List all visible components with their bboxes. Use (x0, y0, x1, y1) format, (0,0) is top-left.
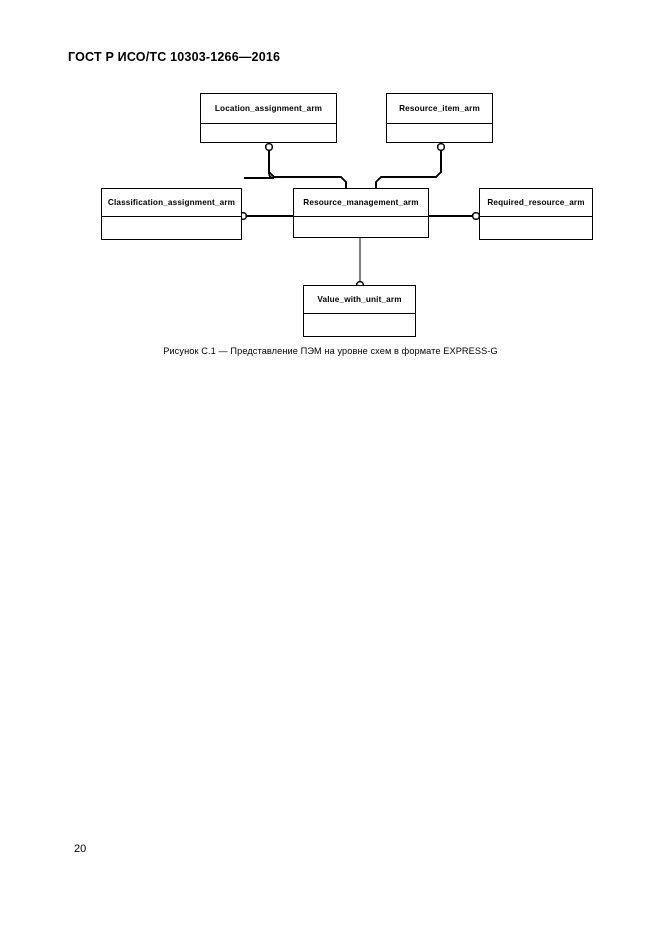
document-header: ГОСТ Р ИСО/ТС 10303-1266—2016 (68, 50, 281, 64)
entity-label-value-with-unit-arm: Value_with_unit_arm (304, 286, 415, 314)
connector-location-to-resource-management (244, 142, 347, 188)
entity-box-resource-management-arm[interactable]: Resource_management_arm (293, 188, 429, 238)
entity-box-required-resource-arm[interactable]: Required_resource_arm (479, 188, 593, 240)
connector-resource-management-to-value (355, 238, 365, 290)
figure-caption: Рисунок С.1 — Представление ПЭМ на уровн… (163, 346, 498, 356)
page-number: 20 (74, 843, 87, 855)
entity-label-location-assignment-arm: Location_assignment_arm (201, 94, 336, 124)
connector-resource-management-to-required (429, 211, 481, 221)
entity-label-required-resource-arm: Required_resource_arm (480, 189, 592, 217)
entity-box-location-assignment-arm[interactable]: Location_assignment_arm (200, 93, 337, 143)
relationship-marker-circle (264, 142, 274, 152)
express-g-figure: Location_assignment_arm Resource_item_ar… (0, 0, 661, 380)
connector-classification-to-resource-management (238, 211, 293, 221)
connector-resource-item-to-resource-management (375, 142, 446, 188)
relationship-marker-circle (436, 142, 446, 152)
entity-label-classification-assignment-arm: Classification_assignment_arm (102, 189, 241, 217)
entity-box-classification-assignment-arm[interactable]: Classification_assignment_arm (101, 188, 242, 240)
entity-label-resource-management-arm: Resource_management_arm (294, 189, 428, 217)
entity-box-resource-item-arm[interactable]: Resource_item_arm (386, 93, 493, 143)
entity-box-value-with-unit-arm[interactable]: Value_with_unit_arm (303, 285, 416, 337)
entity-label-resource-item-arm: Resource_item_arm (387, 94, 492, 124)
